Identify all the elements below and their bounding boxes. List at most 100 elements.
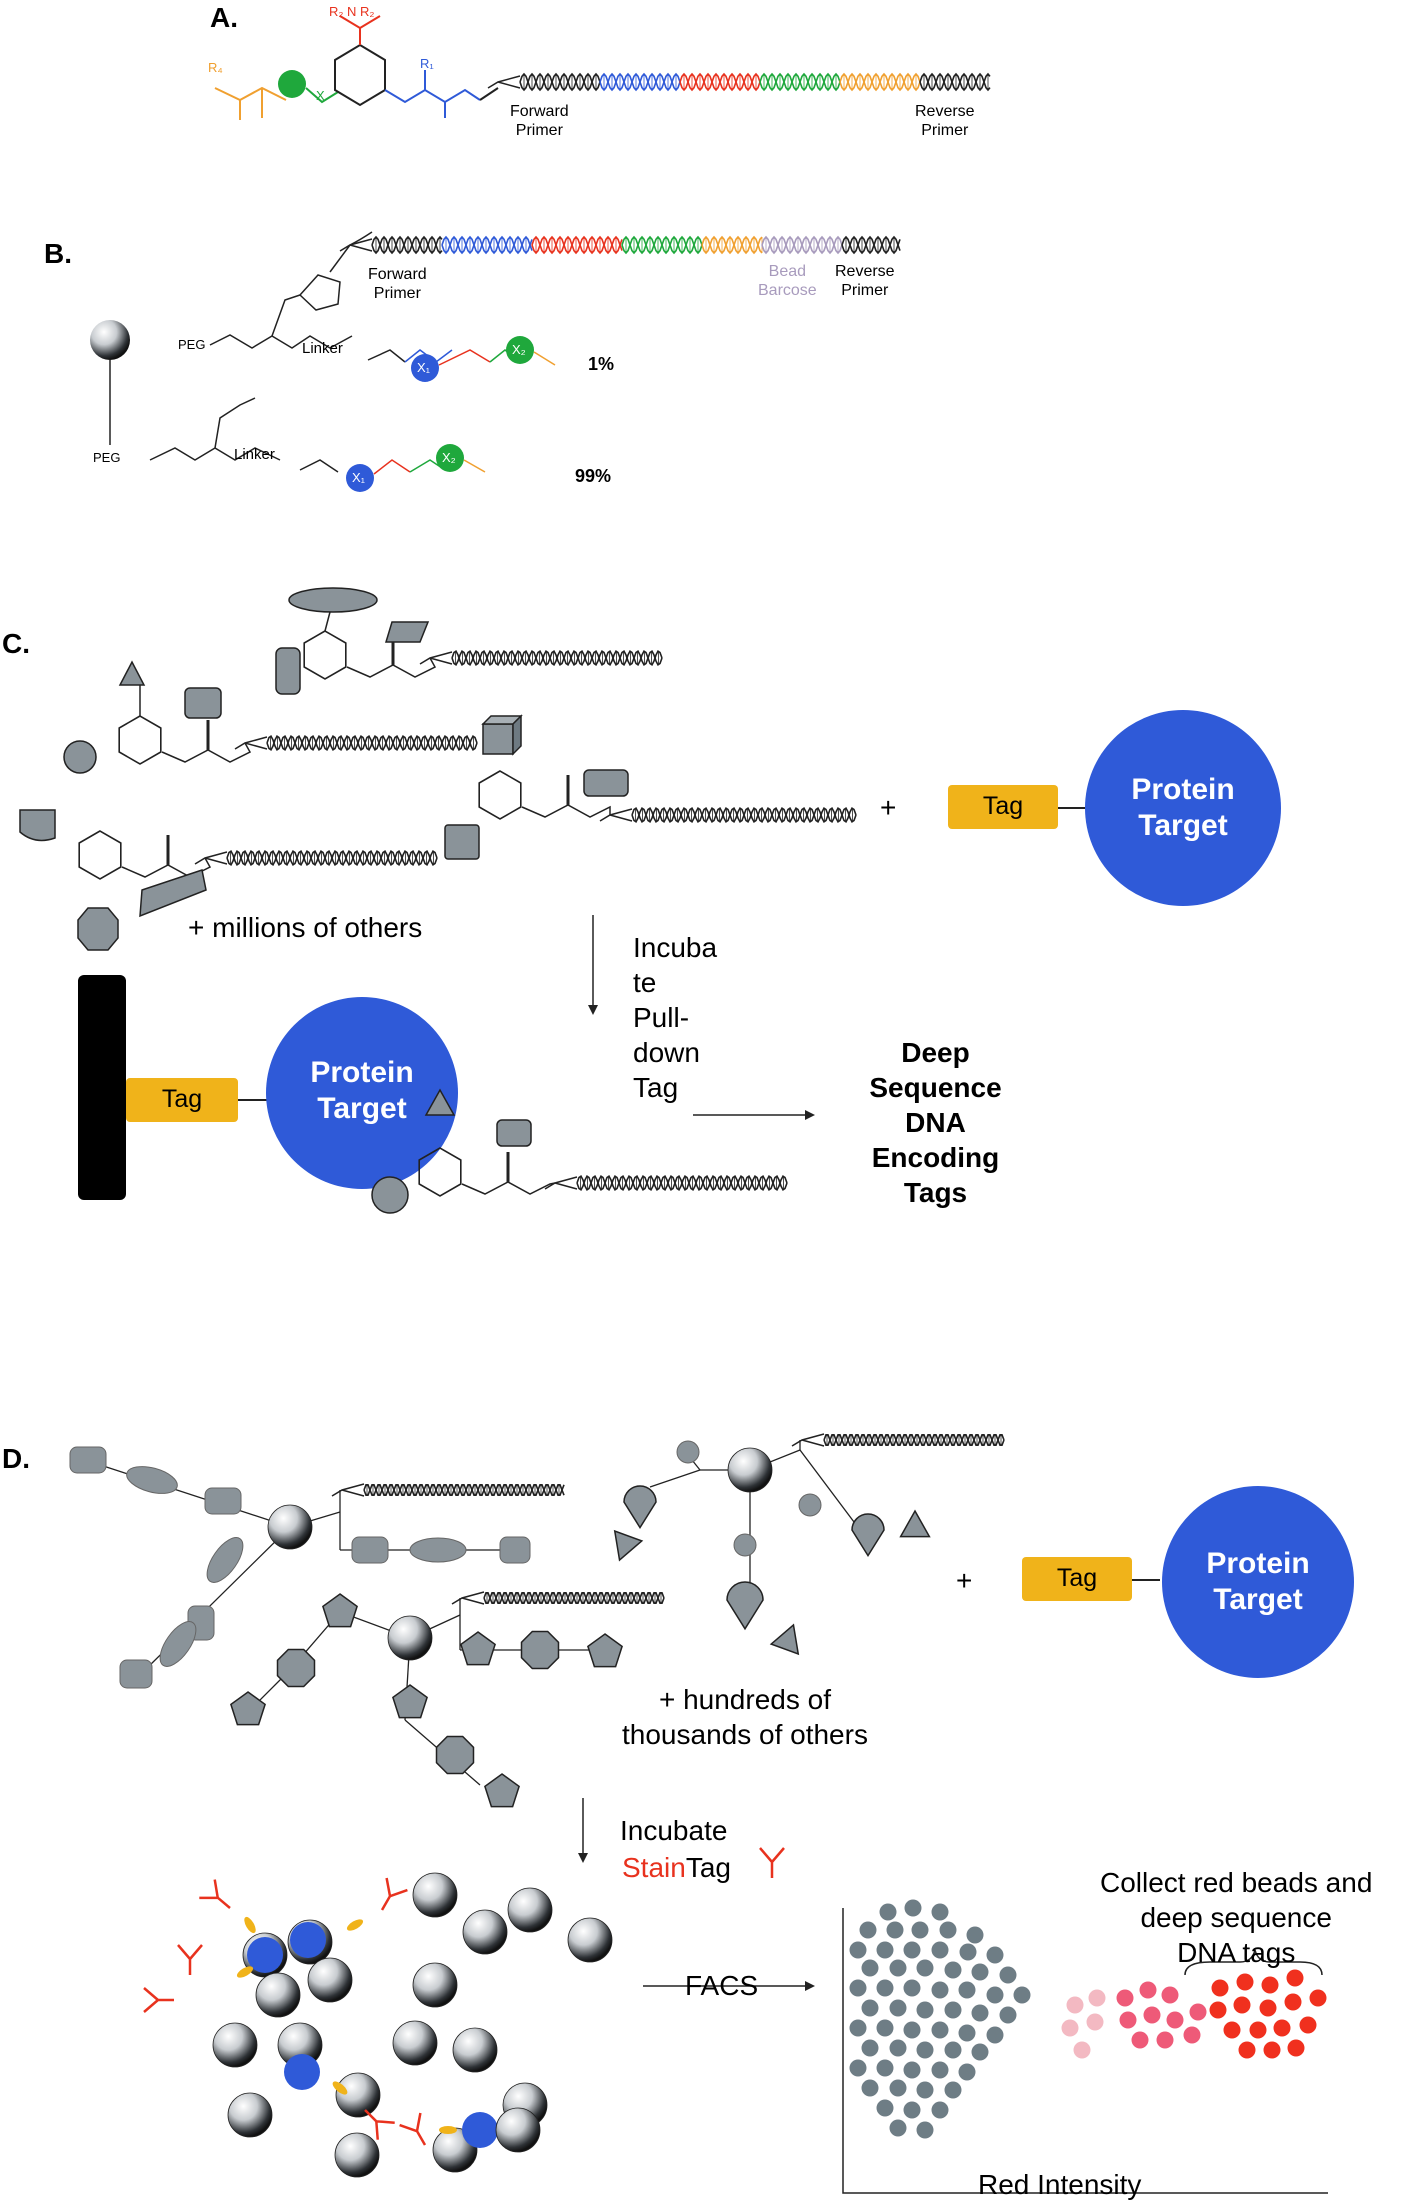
facs-dot-gray bbox=[889, 2119, 907, 2137]
bead bbox=[462, 1909, 508, 1955]
a-r2n-label: R₂ N R₂ bbox=[329, 4, 375, 19]
collect-brace bbox=[1184, 1949, 1323, 1976]
facs-dot-mid bbox=[1183, 2026, 1201, 2044]
ellipse-shape bbox=[409, 1537, 467, 1563]
ellipse-shape bbox=[206, 1537, 244, 1583]
facs-dot-gray bbox=[931, 1981, 949, 1999]
building-block-circle bbox=[278, 70, 306, 98]
facs-dot-gray bbox=[904, 1899, 922, 1917]
facs-dot-red bbox=[1309, 1989, 1327, 2007]
b-x2-lower: X₂ bbox=[442, 450, 456, 465]
facs-dot-gray bbox=[916, 2001, 934, 2019]
facs-dot-gray bbox=[931, 2061, 949, 2079]
dna-end bbox=[451, 1591, 485, 1605]
rounded-rect-shape bbox=[351, 1536, 389, 1564]
d-tag-label: Tag bbox=[1056, 1564, 1098, 1592]
stain-tag bbox=[346, 1919, 364, 1931]
bead bbox=[567, 1917, 613, 1963]
linker bbox=[161, 742, 252, 763]
rounded-rect-shape bbox=[275, 647, 301, 695]
stain-tag bbox=[439, 2126, 457, 2134]
antibody bbox=[380, 1877, 408, 1911]
dna-end bbox=[419, 651, 453, 665]
dna-strand bbox=[226, 850, 438, 866]
panel-label-d: D. bbox=[2, 1443, 30, 1474]
dna-strand bbox=[451, 650, 663, 666]
stain-tag bbox=[244, 1916, 256, 1934]
facs-dot-red bbox=[1287, 2039, 1305, 2057]
dna-strand bbox=[266, 735, 478, 751]
facs-dot-gray bbox=[876, 2059, 894, 2077]
dna-strand bbox=[441, 235, 533, 255]
bead bbox=[387, 1615, 433, 1661]
b-x1-lower: X₁ bbox=[352, 470, 366, 485]
drop-shape bbox=[726, 1581, 764, 1631]
d-stain-tag: StainTag bbox=[622, 1850, 731, 1885]
dna-strand bbox=[823, 1434, 1005, 1446]
c-pulldown-tag: Tag bbox=[161, 1085, 203, 1113]
facs-dot-red bbox=[1209, 2001, 1227, 2019]
b-peg-lower: PEG bbox=[93, 450, 121, 465]
facs-dot-gray bbox=[931, 2021, 949, 2039]
panel-label-a: A. bbox=[210, 2, 238, 33]
facs-dot-gray bbox=[886, 1921, 904, 1939]
facs-dot-gray bbox=[849, 1941, 867, 1959]
c-tag-label: Tag bbox=[982, 792, 1024, 820]
facs-dot-gray bbox=[944, 2081, 962, 2099]
dna-strand bbox=[759, 72, 841, 92]
pentagon-shape bbox=[322, 1593, 358, 1628]
facs-dot-gray bbox=[958, 2024, 976, 2042]
facs-dot-mid bbox=[1161, 1986, 1179, 2004]
facs-dot-gray bbox=[944, 1961, 962, 1979]
d-x-axis-label: Red Intensity bbox=[978, 2169, 1142, 2200]
drop-shape bbox=[851, 1513, 885, 1558]
bead bbox=[307, 1957, 353, 2003]
d-protein-target: Protein Target bbox=[1206, 1547, 1310, 1616]
bead bbox=[255, 1972, 301, 2018]
facs-dot-gray bbox=[876, 2019, 894, 2037]
rounded-rect-shape bbox=[204, 1487, 242, 1515]
facs-dot-light bbox=[1073, 2041, 1091, 2059]
octagon-shape bbox=[435, 1735, 475, 1775]
c-incubate: Incuba te Pull- down Tag bbox=[633, 932, 718, 1103]
b-reverse-primer: Reverse Primer bbox=[835, 263, 895, 299]
facs-dot-mid bbox=[1131, 2031, 1149, 2049]
bead bbox=[90, 320, 130, 360]
facs-dot-light bbox=[1061, 2019, 1079, 2037]
bead bbox=[334, 2132, 380, 2178]
facs-axes bbox=[842, 1908, 1328, 2194]
stained-beads bbox=[143, 1872, 613, 2178]
facs-dot-red bbox=[1238, 2041, 1256, 2059]
linker bbox=[461, 1181, 556, 1195]
facs-dot-gray bbox=[971, 2004, 989, 2022]
bead bbox=[392, 2020, 438, 2066]
bead bbox=[412, 1962, 458, 2008]
bond bbox=[799, 1449, 861, 1531]
dna-end bbox=[339, 238, 373, 252]
rounded-rect-shape bbox=[69, 1446, 107, 1474]
facs-dots bbox=[849, 1899, 1327, 2139]
facs-dot-gray bbox=[861, 1959, 879, 1977]
facs-dot-gray bbox=[986, 1986, 1004, 2004]
a-r4-label: R₄ bbox=[208, 60, 223, 75]
facs-dot-gray bbox=[958, 1981, 976, 1999]
facs-dot-red bbox=[1211, 1979, 1229, 1997]
a-forward-primer: Forward Primer bbox=[510, 103, 569, 139]
pentagon-shape bbox=[184, 687, 222, 719]
facs-dot-gray bbox=[879, 1903, 897, 1921]
facs-dot-gray bbox=[903, 2061, 921, 2079]
triangle-shape bbox=[769, 1623, 800, 1656]
b-peg-upper: PEG bbox=[178, 337, 206, 352]
octagon-shape bbox=[77, 907, 119, 951]
facs-dot-mid bbox=[1156, 2031, 1174, 2049]
facs-dot-gray bbox=[903, 2021, 921, 2039]
tag-box-d bbox=[1022, 1557, 1132, 1601]
facs-dot-gray bbox=[958, 2063, 976, 2081]
facs-dot-gray bbox=[971, 2043, 989, 2061]
dna-strand bbox=[841, 235, 901, 255]
cube-side bbox=[512, 714, 522, 756]
bead bbox=[495, 2107, 541, 2153]
dna-strand bbox=[519, 72, 601, 92]
facs-dot-gray bbox=[916, 1959, 934, 1977]
panel-label-c: C. bbox=[2, 628, 30, 659]
